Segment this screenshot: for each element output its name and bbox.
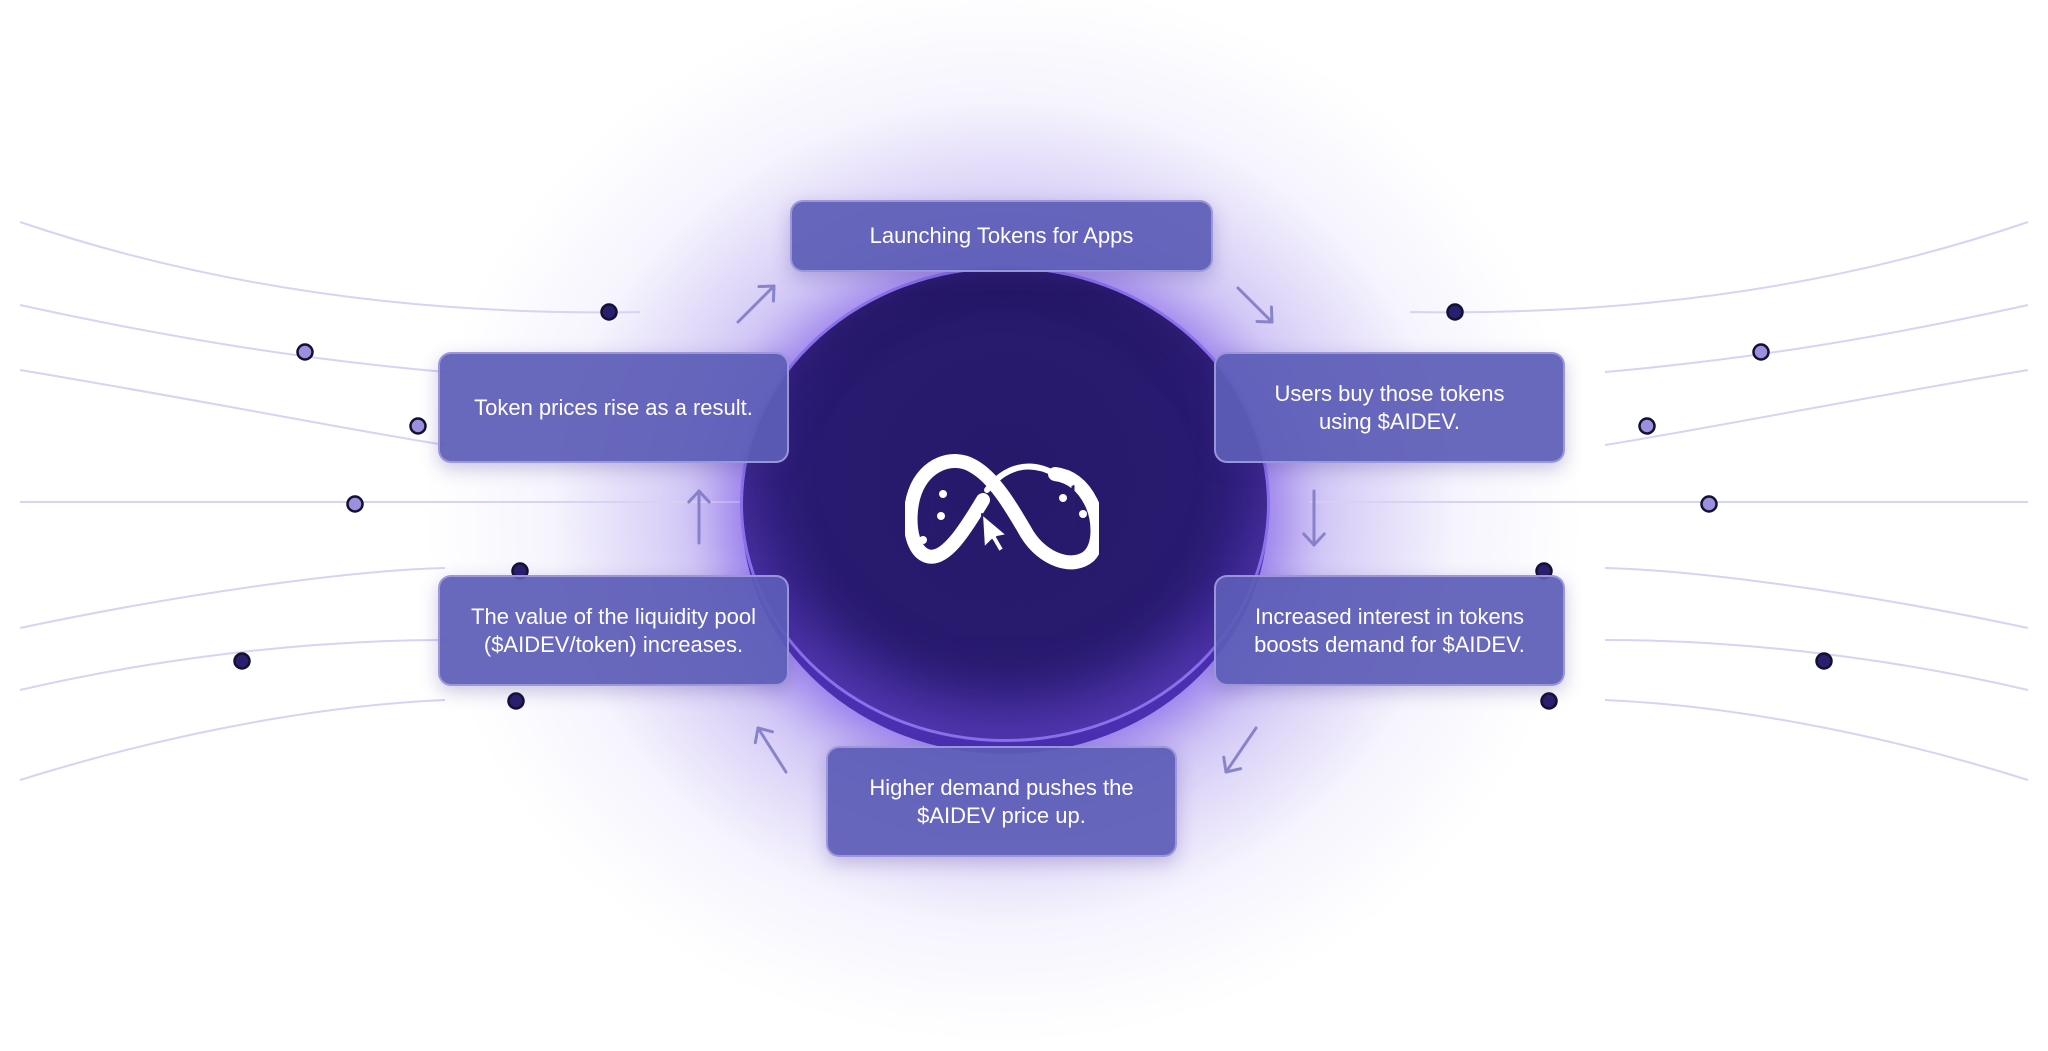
connector-line (19, 567, 446, 629)
connector-line (19, 221, 641, 314)
step-card-increased-interest: Increased interest in tokens boosts dema… (1214, 575, 1565, 686)
step-text-line: The value of the liquidity pool (471, 603, 756, 629)
step-text-line: using $AIDEV. (1318, 408, 1461, 434)
connector-line (19, 699, 446, 781)
connector-dots (233, 303, 1833, 710)
infinity-logo-icon (905, 454, 1099, 570)
step-card-higher-demand: Higher demand pushes the $AIDEV price up… (826, 746, 1177, 857)
connector-line (19, 639, 446, 691)
arrow-up-right-icon (736, 284, 776, 324)
arrow-up-icon (687, 489, 711, 545)
connector-dot (296, 343, 314, 361)
connector-dot (1638, 417, 1656, 435)
connector-dot (1700, 495, 1718, 513)
connector-line (1604, 369, 2029, 446)
connector-dot (507, 692, 525, 710)
connector-line (1409, 221, 2029, 314)
arrow-down-icon (1302, 489, 1326, 547)
step-text-line: Token prices rise as a result. (474, 394, 753, 420)
connector-dot (346, 495, 364, 513)
arrow-down-left-icon (1222, 726, 1258, 774)
connector-line (19, 304, 446, 373)
connector-dot (233, 652, 251, 670)
connector-dot (1752, 343, 1770, 361)
step-text-line: Increased interest in tokens (1254, 603, 1525, 629)
connector-dot (1446, 303, 1464, 321)
step-text-line: Users buy those tokens (1274, 380, 1505, 406)
connector-dot (409, 417, 427, 435)
step-text-line: Launching Tokens for Apps (869, 223, 1134, 248)
arrow-up-left-icon (753, 726, 788, 774)
step-card-liquidity-pool: The value of the liquidity pool ($AIDEV/… (438, 575, 789, 686)
step-card-token-prices-rise: Token prices rise as a result. (438, 352, 789, 463)
connector-dot (1540, 692, 1558, 710)
connector-line (1604, 699, 2029, 781)
connector-line (1604, 567, 2029, 629)
connector-line (1604, 304, 2029, 373)
connector-dot (600, 303, 618, 321)
step-text-line: ($AIDEV/token) increases. (483, 631, 744, 657)
step-card-users-buy: Users buy those tokens using $AIDEV. (1214, 352, 1565, 463)
connector-dot (1815, 652, 1833, 670)
cycle-arrows (687, 284, 1326, 774)
step-card-launching-tokens: Launching Tokens for Apps (790, 200, 1213, 272)
connector-line (19, 369, 446, 446)
connector-lines (19, 221, 2029, 781)
arrow-down-right-icon (1236, 286, 1274, 324)
step-text-line: $AIDEV price up. (917, 802, 1086, 828)
step-text-line: Higher demand pushes the (869, 774, 1134, 800)
step-text-line: boosts demand for $AIDEV. (1254, 631, 1525, 657)
